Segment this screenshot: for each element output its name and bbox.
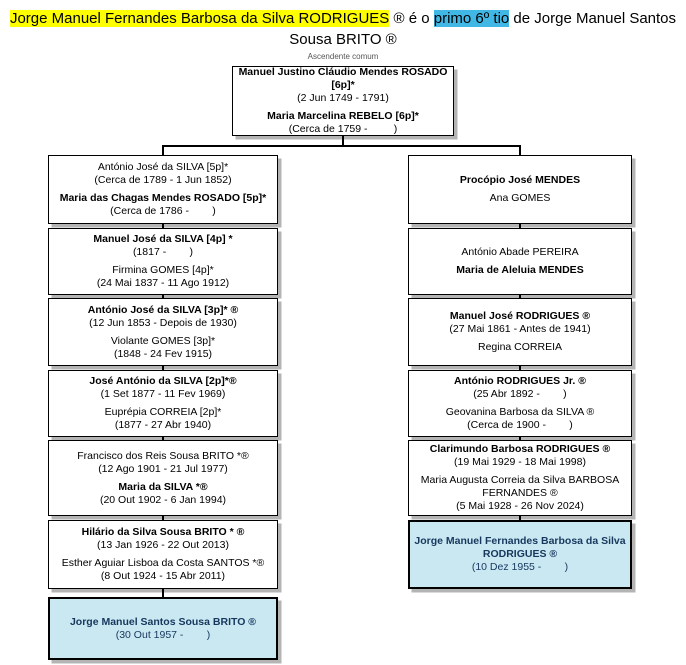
connector-line	[519, 516, 521, 520]
person-line: Maria das Chagas Mendes ROSADO [5p]*	[59, 192, 267, 204]
connector-line	[162, 145, 521, 147]
person-box-right-4[interactable]: António RODRIGUES Jr. ®(25 Abr 1892 - ) G…	[408, 370, 632, 437]
person-box-left-1[interactable]: António José da SILVA [5p]*(Cerca de 178…	[48, 155, 278, 224]
relation-connector-text: ® é o	[389, 10, 434, 27]
person-line: Euprépia CORREIA [2p]*	[104, 406, 222, 418]
common-ancestor-label: Ascendente comum	[307, 52, 379, 61]
person-box-subject-brito[interactable]: Jorge Manuel Santos Sousa BRITO ®(30 Out…	[48, 597, 278, 660]
person-line: José António da SILVA [2p]*®	[89, 375, 237, 387]
person-line: Jorge Manuel Santos Sousa BRITO ®	[69, 615, 257, 628]
person-line: Jorge Manuel Fernandes Barbosa da Silva …	[414, 535, 629, 560]
connector-line	[162, 295, 164, 298]
person-line: (2 Jun 1749 - 1791)	[297, 92, 389, 104]
person-line: António José da SILVA [3p]* ®	[87, 303, 239, 316]
person-line: (1 Set 1877 - 11 Fev 1969)	[100, 388, 226, 400]
connector-line	[519, 145, 521, 155]
connector-line	[162, 366, 164, 370]
person-line: (24 Mai 1837 - 11 Ago 1912)	[96, 277, 230, 289]
person-box-left-4[interactable]: José António da SILVA [2p]*®(1 Set 1877 …	[48, 370, 278, 437]
person-line: Violante GOMES [3p]*	[110, 334, 216, 347]
person-box-left-2[interactable]: Manuel José da SILVA [4p] *(1817 - ) Firm…	[48, 228, 278, 295]
person-line: (1817 - )	[132, 246, 194, 258]
person-line: Maria Augusta Correia da Silva BARBOSA F…	[420, 474, 623, 499]
person-box-left-3[interactable]: António José da SILVA [3p]* ®(12 Jun 185…	[48, 298, 278, 366]
person-line: (30 Out 1957 - )	[115, 628, 211, 641]
person-line: António RODRIGUES Jr. ®	[454, 375, 586, 387]
person-line: Regina CORREIA	[477, 341, 563, 353]
connector-line	[162, 516, 164, 520]
connector-line	[519, 224, 521, 228]
person-line: (8 Out 1924 - 15 Abr 2011)	[100, 570, 226, 582]
person-line: Esther Aguiar Lisboa da Costa SANTOS *®	[61, 557, 265, 569]
person-line: (25 Abr 1892 - )	[473, 388, 567, 400]
connector-line	[519, 437, 521, 440]
person-line: (13 Jan 1926 - 22 Out 2013)	[97, 539, 229, 551]
person-line: Maria Marcelina REBELO [6p]*	[267, 110, 419, 122]
relationship-title: Jorge Manuel Fernandes Barbosa da Silva …	[5, 8, 681, 50]
connector-line	[519, 366, 521, 370]
person-line: Maria da SILVA *®	[118, 480, 208, 493]
connector-line	[342, 136, 344, 146]
person-box-right-3[interactable]: Manuel José RODRIGUES ®(27 Mai 1861 - An…	[408, 298, 632, 366]
person-line: Firmina GOMES [4p]*	[112, 264, 214, 276]
person-line: (Cerca de 1789 - 1 Jun 1852)	[94, 174, 232, 186]
person-line: (5 Mai 1928 - 26 Nov 2024)	[456, 500, 584, 512]
person-box-subject-rodrigues[interactable]: Jorge Manuel Fernandes Barbosa da Silva …	[408, 520, 632, 589]
person-line: (1848 - 24 Fev 1915)	[113, 347, 213, 360]
person-box-common-ancestor[interactable]: Manuel Justino Cláudio Mendes ROSADO [6p…	[232, 66, 454, 136]
connector-line	[162, 145, 164, 155]
person-line: Geovanina Barbosa da SILVA ®	[445, 406, 595, 418]
person-line: Manuel José da SILVA [4p] *	[93, 233, 233, 245]
connector-line	[162, 224, 164, 228]
person-box-right-1[interactable]: Procópio José MENDES Ana GOMES	[408, 155, 632, 224]
person-line: (Cerca de 1759 - )	[288, 123, 398, 135]
person-line: (27 Mai 1861 - Antes de 1941)	[449, 323, 591, 335]
person-box-left-5[interactable]: Francisco dos Reis Sousa BRITO *®(12 Ago…	[48, 440, 278, 516]
person-line: (12 Jun 1853 - Depois de 1930)	[89, 316, 237, 329]
person-line: Francisco dos Reis Sousa BRITO *®	[77, 449, 249, 462]
person-line: Maria de Aleluia MENDES	[456, 264, 584, 276]
person-line: Ana GOMES	[489, 192, 551, 204]
person-line: (1877 - 27 Abr 1940)	[114, 419, 212, 431]
person-line: (19 Mai 1929 - 18 Mai 1998)	[454, 456, 586, 468]
person-b-name-text: de Jorge Manuel Santos Sousa BRITO ®	[289, 10, 677, 48]
person-line: (10 Dez 1955 - )	[471, 561, 569, 573]
person-box-right-5[interactable]: Clarimundo Barbosa RODRIGUES ®(19 Mai 19…	[408, 440, 632, 516]
person-line: Manuel Justino Cláudio Mendes ROSADO [6p…	[238, 66, 451, 91]
person-line: Procópio José MENDES	[459, 174, 581, 186]
relationship-degree-highlight: primo 6º tio	[433, 10, 510, 27]
person-line: (Cerca de 1900 - )	[467, 419, 573, 431]
person-line: António Abade PEREIRA	[461, 246, 579, 258]
person-line: (Cerca de 1786 - )	[110, 205, 216, 217]
person-box-left-6[interactable]: Hilário da Silva Sousa BRITO * ®(13 Jan …	[48, 520, 278, 589]
person-line: Manuel José RODRIGUES ®	[449, 310, 591, 322]
person-a-name-highlight: Jorge Manuel Fernandes Barbosa da Silva …	[9, 10, 390, 27]
person-line: (12 Ago 1901 - 21 Jul 1977)	[98, 462, 228, 475]
person-line: Hilário da Silva Sousa BRITO * ®	[81, 526, 245, 538]
connector-line	[162, 589, 164, 597]
person-box-right-2[interactable]: António Abade PEREIRA Maria de Aleluia ME…	[408, 228, 632, 295]
person-line: António José da SILVA [5p]*	[97, 161, 229, 173]
person-line: (20 Out 1902 - 6 Jan 1994)	[99, 493, 227, 506]
connector-line	[519, 295, 521, 298]
person-line: Clarimundo Barbosa RODRIGUES ®	[429, 443, 611, 455]
connector-line	[162, 437, 164, 440]
